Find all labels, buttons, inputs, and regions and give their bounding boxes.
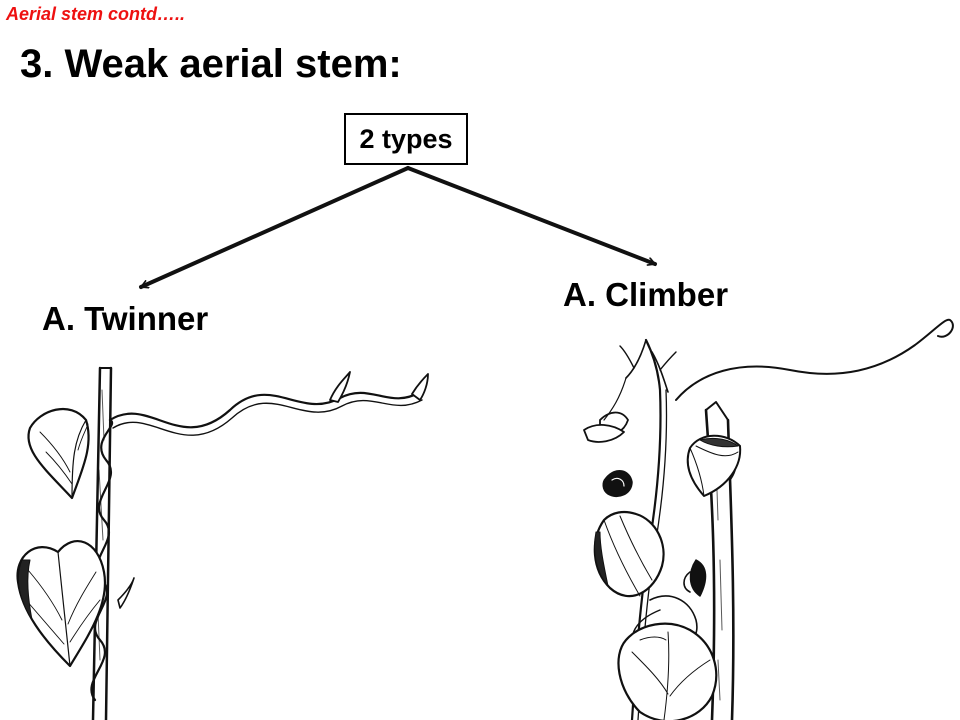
running-header: Aerial stem contd….. [6, 4, 186, 24]
slide-title: 3. Weak aerial stem: [20, 42, 402, 86]
types-box: 2 types [344, 113, 468, 165]
twinner-label: A. Twinner [42, 300, 209, 337]
twining-plant-illustration [16, 366, 429, 720]
arrow-to-climber [406, 166, 657, 266]
arrow-to-twinner [139, 166, 410, 289]
climbing-plant-illustration [583, 318, 954, 720]
climber-label: A. Climber [563, 276, 729, 313]
